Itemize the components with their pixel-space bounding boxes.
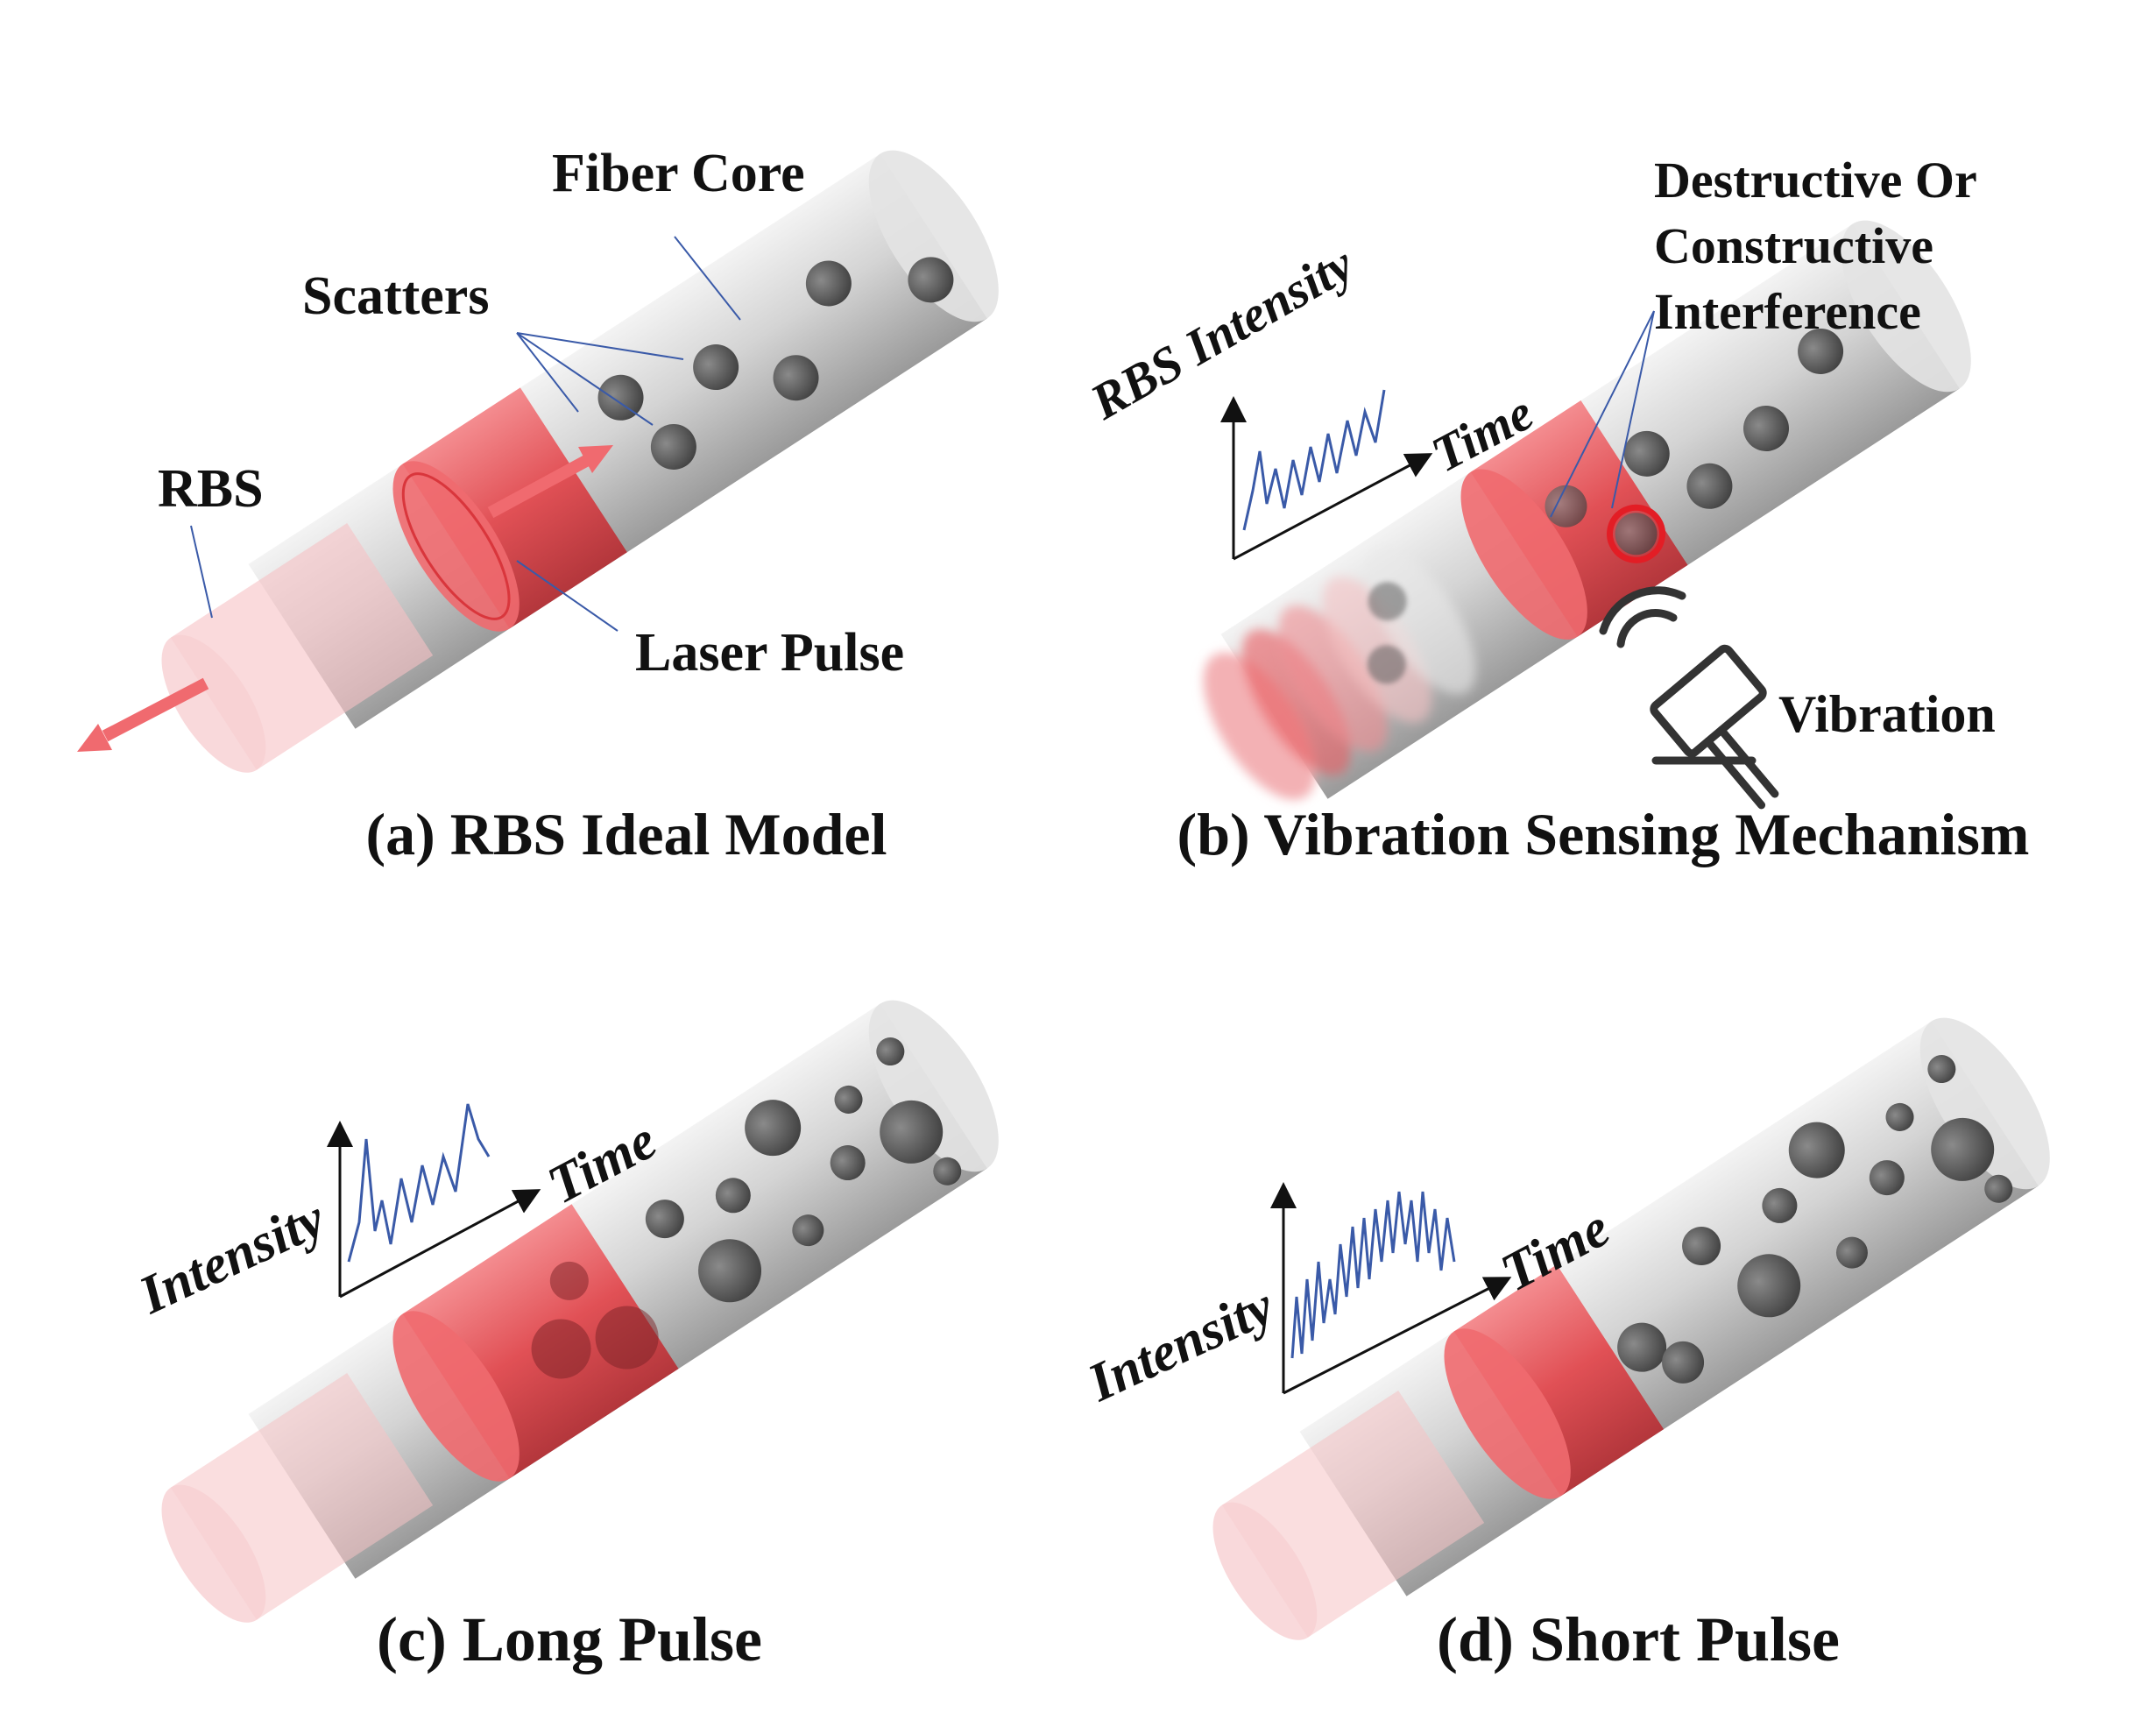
vibration-label: Vibration <box>1778 685 1996 743</box>
interference-highlight <box>1607 504 1666 563</box>
laser-pulse <box>1453 1264 1665 1497</box>
panel-b: Destructive Or Constructive Interference… <box>1080 152 2029 867</box>
caption-b: (b) Vibration Sensing Mechanism <box>1177 801 2030 867</box>
hammer-with-signal-waves-icon <box>1599 586 1779 810</box>
panel-c: Intensity Time (c) Long Pulse <box>130 1000 999 1674</box>
rbs-label: RBS <box>158 459 264 519</box>
leader-lines <box>1550 310 1655 518</box>
interference-label-line3: Interference <box>1654 283 1921 340</box>
fiber-core <box>161 150 999 773</box>
interference-label-line2: Constructive <box>1654 217 1933 274</box>
laser-pulse-label: Laser Pulse <box>635 623 904 683</box>
intensity-axis-label: Intensity <box>1078 1276 1283 1413</box>
scatters <box>1617 1055 2013 1384</box>
scatters <box>531 1037 962 1379</box>
intensity-axis-label: Intensity <box>130 1188 334 1326</box>
panel-d: Intensity Time (d) Short Pulse <box>1078 1017 2050 1674</box>
fiber-core-label: Fiber Core <box>552 144 805 203</box>
panel-a: Fiber Core Scatters RBS Laser Pulse (a) … <box>77 144 999 867</box>
caption-d: (d) Short Pulse <box>1437 1604 1840 1674</box>
rbs-intensity-axis-label: RBS Intensity <box>1080 235 1363 431</box>
laser-pulse <box>402 387 627 629</box>
fiber-core <box>1212 1017 2050 1640</box>
backward-arrow-icon <box>77 677 209 752</box>
caption-a: (a) RBS Ideal Model <box>366 801 887 867</box>
scatters-label: Scatters <box>302 266 489 326</box>
scatters <box>1545 328 1844 563</box>
interference-label-line1: Destructive Or <box>1654 152 1977 209</box>
fiber-core <box>161 1000 999 1623</box>
scatters <box>597 257 954 470</box>
forward-arrow-icon <box>487 445 613 519</box>
caption-c: (c) Long Pulse <box>377 1604 762 1674</box>
leader-lines <box>190 236 741 632</box>
fiber-core <box>1203 220 1971 800</box>
